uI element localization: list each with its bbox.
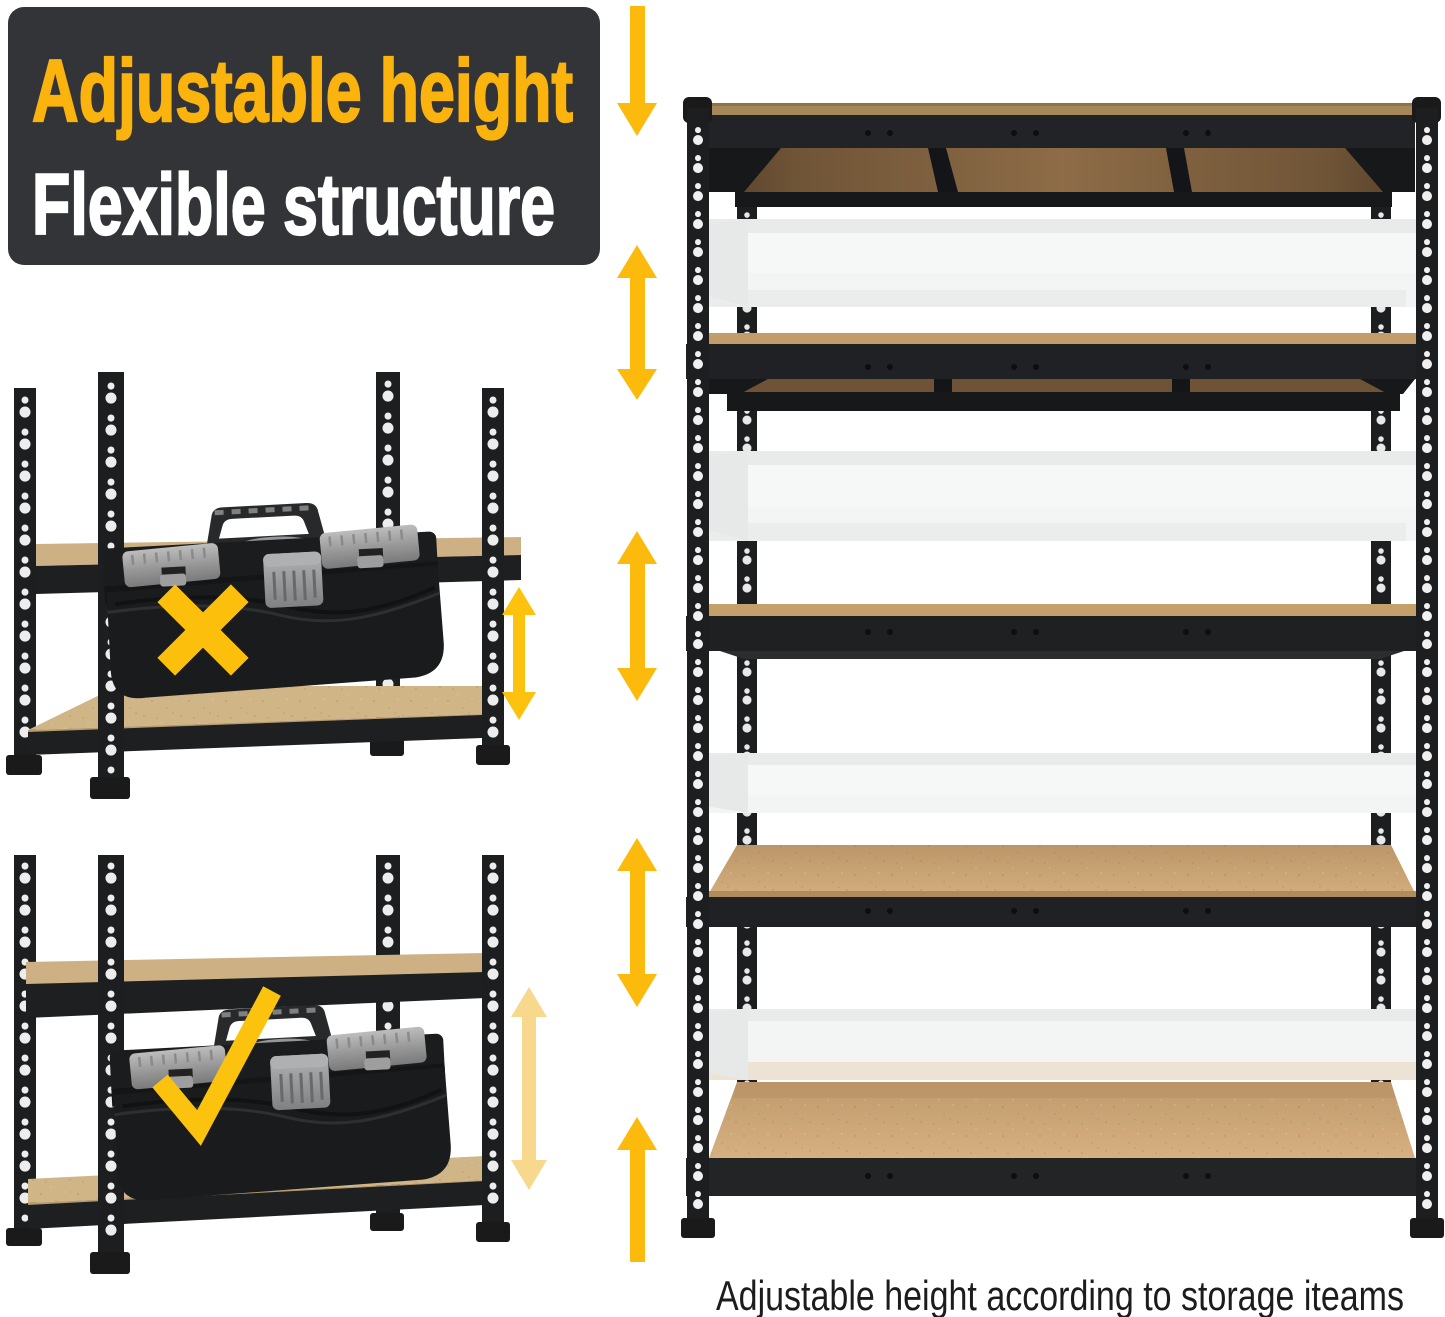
svg-text:Adjustable height: Adjustable height — [32, 41, 573, 140]
svg-text:Adjustable height according to: Adjustable height according to storage i… — [716, 1272, 1404, 1317]
svg-text:Flexible structure: Flexible structure — [32, 157, 555, 253]
